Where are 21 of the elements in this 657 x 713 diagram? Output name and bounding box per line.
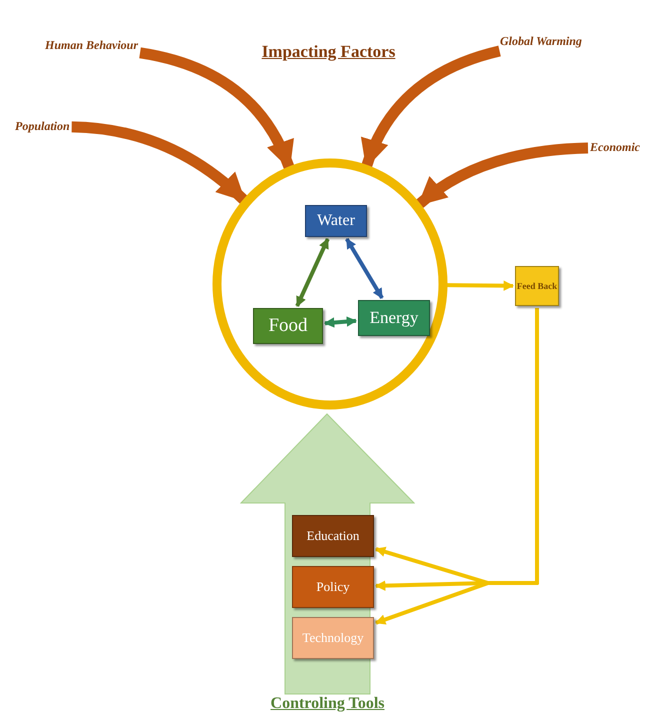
title: Impacting Factors — [262, 42, 396, 61]
process-box: Education — [292, 515, 374, 557]
arrow — [416, 142, 588, 208]
arrow — [446, 280, 514, 291]
factor-label: Global Warming — [500, 34, 582, 49]
arrow — [295, 238, 330, 307]
arrow — [139, 47, 294, 170]
process-box: Policy — [292, 566, 374, 608]
process-box: Energy — [358, 300, 430, 336]
process-box: Food — [253, 308, 323, 344]
arrow — [362, 46, 501, 168]
arrow — [345, 238, 384, 300]
process-box: Feed Back — [515, 266, 559, 306]
process-box: Technology — [292, 617, 374, 659]
process-box: Water — [305, 205, 367, 237]
arrow — [71, 121, 248, 204]
group-title: Controling Tools — [270, 695, 384, 712]
factor-label: Economic — [590, 140, 640, 155]
factor-label: Population — [15, 119, 70, 134]
arrow — [324, 316, 358, 328]
factor-label: Human Behaviour — [45, 38, 138, 53]
